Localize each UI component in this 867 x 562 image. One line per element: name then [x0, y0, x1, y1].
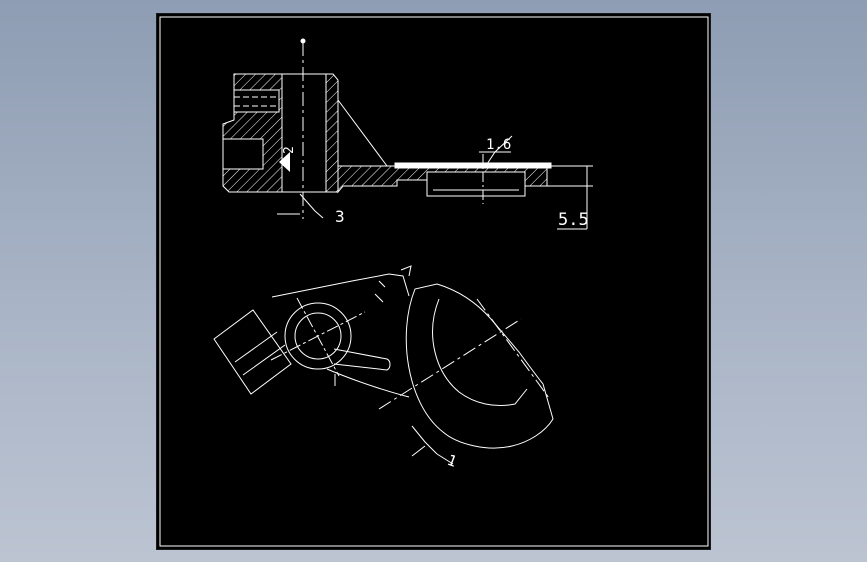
part-callout: 1	[445, 451, 460, 471]
plan-view: 1	[213, 265, 554, 471]
boss-outline	[213, 309, 292, 395]
side-hole	[222, 138, 264, 170]
cad-drawing: 1.6 5.5 2 3	[159, 16, 709, 547]
eye-outer	[284, 302, 352, 370]
finished-surface	[394, 162, 552, 169]
drawing-frame	[159, 16, 709, 547]
roughness-label: 1.6	[486, 137, 511, 153]
eye-inner	[294, 312, 342, 360]
hub-bore	[281, 73, 327, 193]
sector-inner	[432, 298, 528, 406]
thickness-label: 5.5	[558, 210, 589, 230]
section-view: 1.6 5.5 2 3	[222, 38, 593, 230]
section-callout: 3	[335, 207, 345, 226]
top-hole	[233, 89, 280, 113]
sector-outer	[405, 283, 554, 449]
inner-dim-label: 2	[282, 146, 297, 154]
eye-center-v	[296, 297, 340, 377]
drawing-sheet: 1.6 5.5 2 3	[156, 13, 711, 550]
arm-outline	[271, 273, 410, 298]
slot	[333, 348, 391, 371]
arm-bore	[426, 171, 526, 197]
